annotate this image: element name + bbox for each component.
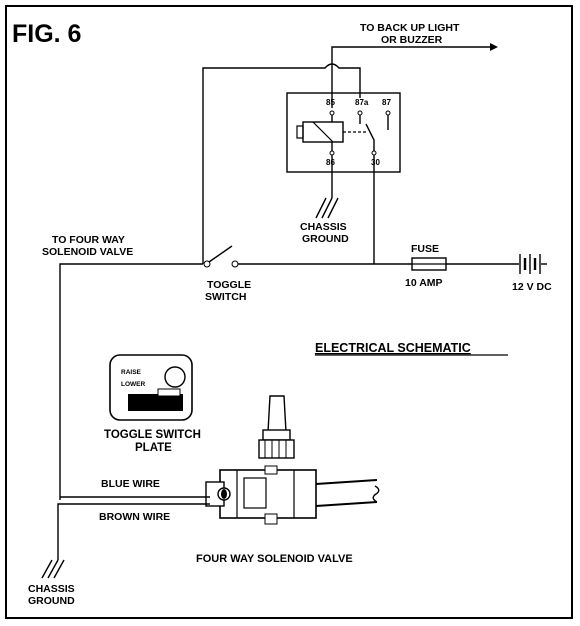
relay-pin-87: 87	[382, 98, 391, 107]
plate-label-line2: PLATE	[135, 442, 172, 454]
battery-label: 12 V DC	[512, 281, 552, 293]
relay-pin-85: 85	[326, 98, 335, 107]
toggle-switch-line1: TOGGLE	[207, 279, 251, 291]
wire-top	[202, 63, 361, 264]
valve-caption: FOUR WAY SOLENOID VALVE	[196, 553, 353, 565]
relay-pin-86: 86	[326, 158, 335, 167]
brown-wire-label: BROWN WIRE	[99, 511, 170, 523]
backup-light-output: TO BACK UP LIGHT OR BUZZER	[331, 22, 498, 70]
relay-pin-30: 30	[371, 158, 380, 167]
chassis-ground-top-line2: GROUND	[302, 233, 349, 245]
to-valve-line2: SOLENOID VALVE	[42, 246, 133, 258]
backup-label-line1: TO BACK UP LIGHT	[360, 22, 460, 34]
schematic-title: ELECTRICAL SCHEMATIC	[315, 341, 471, 355]
fuse-rating: 10 AMP	[405, 277, 443, 289]
relay: 85 87a 87 86 30	[286, 92, 401, 173]
wire-main	[59, 263, 203, 500]
backup-label-line2: OR BUZZER	[381, 34, 443, 46]
to-valve-line1: TO FOUR WAY	[52, 234, 125, 246]
toggle-switch-line2: SWITCH	[205, 291, 246, 303]
plate-logo-icon	[128, 394, 183, 411]
plate-knob-icon	[164, 366, 186, 388]
toggle-switch-plate: RAISE LOWER	[109, 354, 193, 421]
plate-lower: LOWER	[121, 381, 145, 388]
plate-raise: RAISE	[121, 369, 142, 376]
fuse-label: FUSE	[411, 243, 439, 255]
ground-icon-bottom	[41, 559, 65, 579]
battery-icon	[519, 254, 541, 274]
toggle-switch-symbol	[203, 245, 239, 268]
brown-wire	[57, 503, 210, 560]
relay-pin-87a: 87a	[355, 98, 369, 107]
figure-label: FIG. 6	[12, 20, 81, 48]
figure-frame	[5, 5, 573, 619]
relay-box	[286, 92, 401, 173]
four-way-solenoid-valve	[205, 395, 380, 525]
chassis-ground-top-line1: CHASSIS	[300, 221, 347, 233]
blue-wire-label: BLUE WIRE	[101, 478, 160, 490]
plate-label-line1: TOGGLE SWITCH	[104, 429, 201, 441]
arrow-right-icon	[490, 43, 498, 51]
chassis-ground-bottom-line2: GROUND	[28, 595, 75, 607]
fuse-symbol	[411, 257, 447, 271]
chassis-ground-bottom-line1: CHASSIS	[28, 583, 75, 595]
ground-icon-top	[315, 197, 339, 219]
